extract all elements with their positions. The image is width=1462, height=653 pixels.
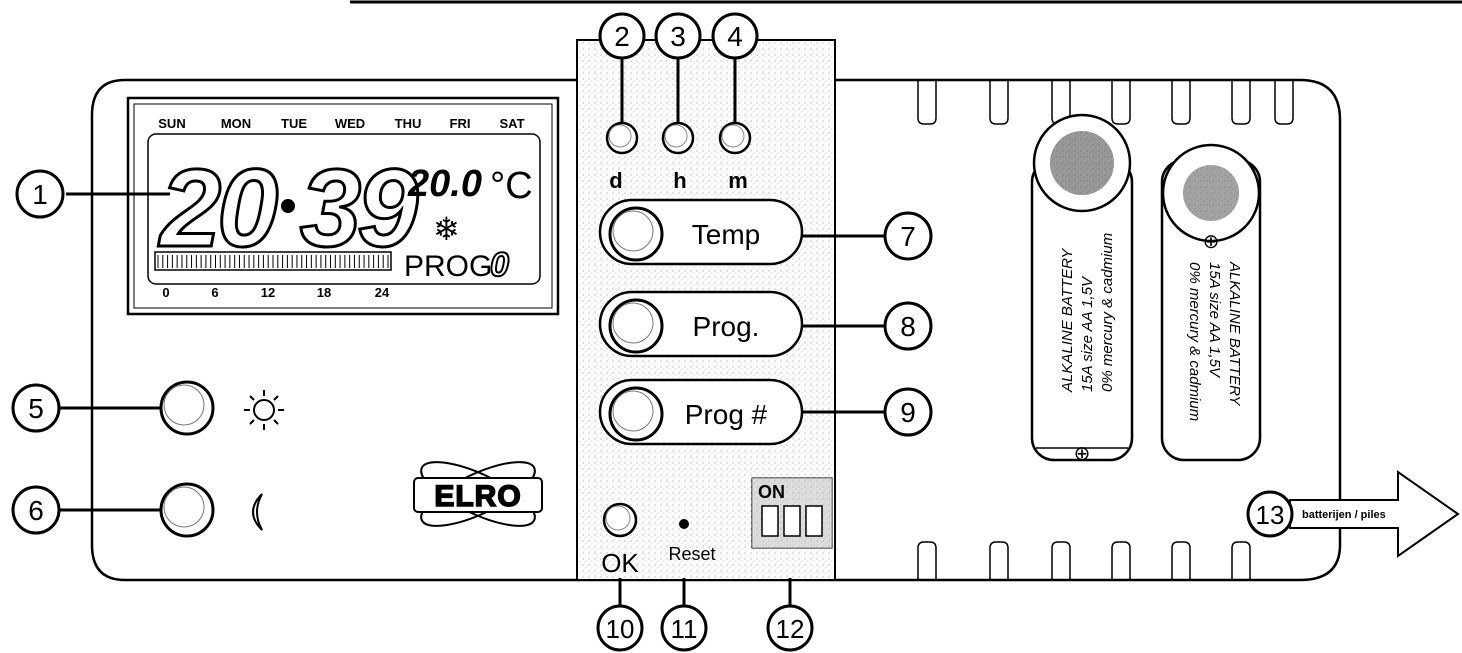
lcd-unit: °C: [490, 165, 533, 207]
label-d: d: [609, 168, 622, 193]
arrow-text: batterijen / piles: [1302, 509, 1386, 521]
svg-text:8: 8: [900, 311, 916, 342]
battery-polarity: ⊕: [1074, 443, 1091, 465]
day-label: THU: [395, 116, 422, 131]
vent-slots: [917, 80, 1294, 580]
callout-2: 2: [598, 12, 646, 60]
callout-4: 4: [711, 12, 759, 60]
set-minute-button[interactable]: [718, 121, 752, 155]
lcd-prog-label: PROG: [404, 250, 492, 283]
svg-text:5: 5: [28, 393, 44, 424]
lcd-days: SUN MON TUE WED THU FRI SAT: [158, 116, 524, 131]
day-label: WED: [335, 116, 365, 131]
comfort-button[interactable]: [159, 380, 215, 436]
callout-3: 3: [654, 12, 702, 60]
callout-7: 7: [883, 211, 933, 261]
svg-text:1: 1: [32, 179, 48, 210]
prog-button-label: Prog.: [693, 311, 760, 342]
elro-logo-text: ELRO: [434, 480, 521, 513]
ok-button[interactable]: [602, 502, 638, 538]
svg-text:12: 12: [776, 614, 805, 644]
svg-text:9: 9: [900, 397, 916, 428]
battery-label: 15A size AA 1,5V: [1206, 262, 1223, 379]
reset-hole[interactable]: [679, 519, 689, 529]
scale-tick: 0: [162, 285, 169, 300]
day-label: MON: [221, 116, 251, 131]
callout-lines: [58, 58, 884, 606]
lcd-temperature: 20.0: [407, 163, 482, 205]
battery-polarity: ⊕: [1203, 231, 1220, 253]
label-h: h: [673, 168, 686, 193]
svg-text:6: 6: [28, 495, 44, 526]
svg-text:10: 10: [606, 614, 635, 644]
scale-tick: 12: [261, 285, 275, 300]
battery-label: 0% mercury & cadmium: [1186, 262, 1203, 421]
callout-12: 12: [766, 604, 814, 652]
svg-text:4: 4: [727, 21, 743, 52]
sun-icon: [244, 390, 284, 430]
scale-tick: 18: [317, 285, 331, 300]
callout-6: 6: [11, 485, 61, 535]
callout-10: 10: [596, 604, 644, 652]
battery-1: ALKALINE BATTERY 15A size AA 1,5V 0% mer…: [1030, 113, 1134, 465]
prog-button[interactable]: Prog.: [598, 290, 804, 358]
svg-text:13: 13: [1256, 500, 1285, 530]
battery-2: ⊕ 0% mercury & cadmium 15A size AA 1,5V …: [1160, 143, 1262, 462]
lcd-timeline: 0 6 12 18 24: [154, 251, 392, 300]
time-minutes: 39: [300, 147, 418, 270]
time-hours: 20: [158, 147, 278, 270]
callout-13: 13: [1246, 490, 1294, 538]
lcd-time: 20 39: [157, 146, 424, 272]
svg-text:3: 3: [670, 21, 686, 52]
temp-button[interactable]: Temp: [598, 198, 804, 266]
callout-5: 5: [11, 383, 61, 433]
battery-label: 15A size AA 1,5V: [1079, 275, 1096, 392]
svg-text:7: 7: [900, 221, 916, 252]
set-hour-button[interactable]: [661, 121, 695, 155]
reset-label: Reset: [668, 544, 715, 564]
moon-icon: [252, 493, 263, 531]
callout-8: 8: [883, 301, 933, 351]
prog-number-button[interactable]: Prog #: [598, 378, 804, 446]
set-day-button[interactable]: [605, 121, 639, 155]
callout-11: 11: [660, 604, 708, 652]
elro-logo: ELRO: [413, 461, 543, 527]
battery-arrow: batterijen / piles: [1289, 470, 1460, 558]
lcd-prog-number: 0: [490, 246, 509, 284]
temp-button-label: Temp: [692, 219, 760, 250]
callout-1: 1: [15, 169, 65, 219]
callout-9: 9: [883, 387, 933, 437]
ok-label: OK: [601, 548, 639, 578]
day-label: SAT: [499, 116, 524, 131]
scale-tick: 6: [211, 285, 218, 300]
lcd-screen: [147, 133, 541, 285]
battery-label: ALKALINE BATTERY: [1226, 261, 1243, 406]
dip-on-label: ON: [758, 482, 785, 502]
day-label: SUN: [158, 116, 185, 131]
night-button[interactable]: [159, 482, 215, 538]
day-label: TUE: [281, 116, 307, 131]
battery-label: 0% mercury & cadmium: [1099, 233, 1116, 392]
scale-tick: 24: [375, 285, 390, 300]
label-m: m: [728, 168, 748, 193]
snowflake-icon: ❄: [433, 211, 460, 247]
day-label: FRI: [450, 116, 471, 131]
prog-number-button-label: Prog #: [685, 399, 768, 430]
battery-label: ALKALINE BATTERY: [1059, 248, 1076, 393]
callouts: 1 2 3 4 5 6 7 8 9 10 11 12 13: [11, 12, 1294, 652]
svg-text:2: 2: [614, 21, 630, 52]
dip-switch[interactable]: ON: [751, 477, 833, 549]
svg-text:11: 11: [671, 614, 698, 644]
